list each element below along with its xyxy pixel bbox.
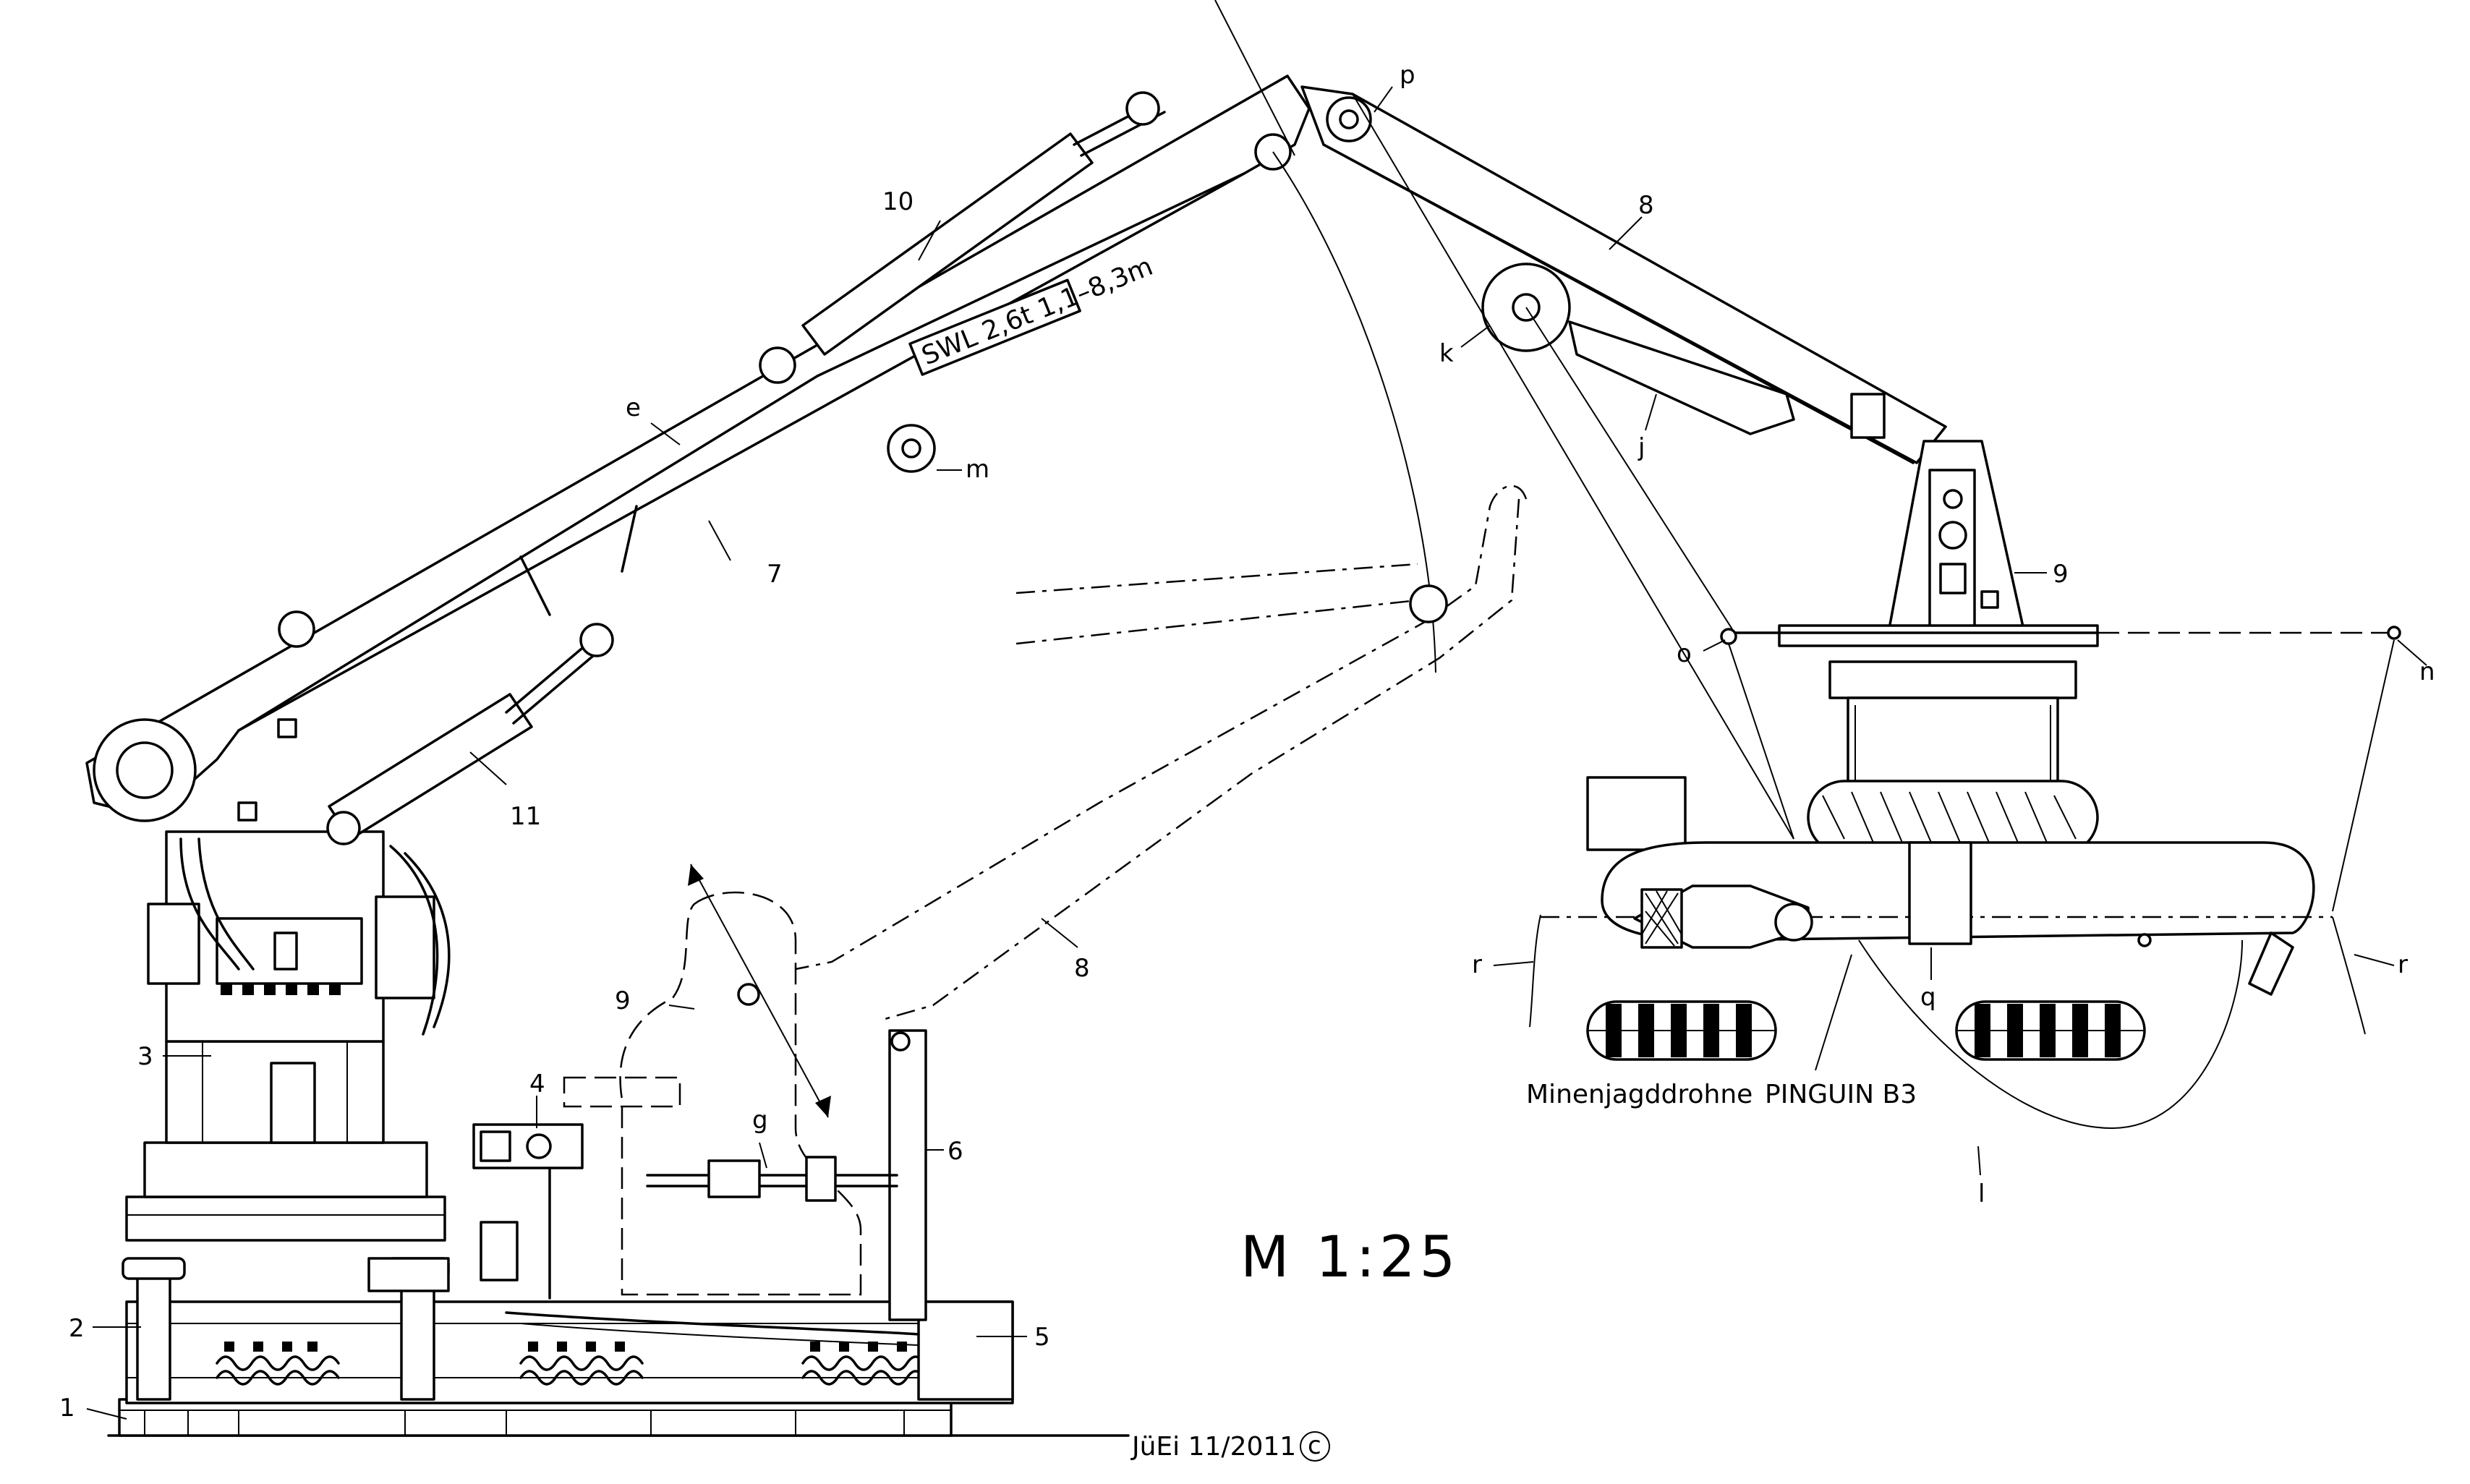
spring-packs xyxy=(216,1342,926,1386)
label-8-stowed: 8 xyxy=(1074,954,1090,983)
valve-bank xyxy=(221,984,341,995)
label-3: 3 xyxy=(137,1042,153,1071)
label-6: 6 xyxy=(947,1137,963,1166)
label-g: g xyxy=(752,1106,768,1135)
copyright-symbol: c xyxy=(1308,1431,1321,1460)
label-11: 11 xyxy=(510,802,541,831)
label-r-right: r xyxy=(2398,950,2408,979)
label-p: p xyxy=(1400,61,1415,90)
control-console xyxy=(367,1123,584,1300)
main-boom: SWL 2,6t 1,1–8,3m xyxy=(85,74,1311,822)
label-10: 10 xyxy=(882,187,914,216)
gripper-head xyxy=(1720,440,2401,912)
label-8: 8 xyxy=(1638,191,1654,220)
label-1: 1 xyxy=(59,1394,75,1423)
label-r-left: r xyxy=(1472,950,1482,979)
label-k: k xyxy=(1439,339,1454,368)
part-labels: 1 2 3 4 5 6 g 11 7 e 10 m 9 8 p 8 k j 9 … xyxy=(59,61,2435,1423)
label-e: e xyxy=(626,393,641,422)
label-5: 5 xyxy=(1034,1323,1050,1352)
label-m: m xyxy=(966,455,989,484)
label-n: n xyxy=(2419,657,2435,686)
folding-cylinder xyxy=(759,91,1166,384)
drone-caption-name: PINGUIN B3 xyxy=(1765,1080,1917,1109)
leader-lines xyxy=(86,86,2427,1420)
foundation xyxy=(107,1257,1130,1437)
label-2: 2 xyxy=(69,1314,85,1343)
label-o: o xyxy=(1677,639,1692,668)
signature-block: JüEi 11/2011 c xyxy=(1130,1431,1330,1462)
outer-boom xyxy=(1300,85,1947,464)
label-9-stowed: 9 xyxy=(615,986,631,1015)
cables xyxy=(1214,0,1794,840)
label-q: q xyxy=(1920,983,1936,1012)
crane-column xyxy=(147,830,451,1043)
label-9: 9 xyxy=(2053,560,2069,589)
label-l: l xyxy=(1978,1180,1985,1208)
drone-caption-type: Minenjagddrohne xyxy=(1526,1080,1753,1109)
label-7: 7 xyxy=(767,560,783,589)
luffing-cylinder xyxy=(326,623,614,845)
signature: JüEi 11/2011 xyxy=(1130,1432,1296,1462)
stowed-position-outline xyxy=(563,485,1528,1296)
label-4: 4 xyxy=(529,1070,545,1099)
label-j: j xyxy=(1638,433,1645,462)
slewing-ring xyxy=(125,1040,446,1242)
boom-rest xyxy=(646,1029,927,1321)
scale-label: M 1:25 xyxy=(1240,1225,1460,1290)
mine-hunting-drone xyxy=(1529,776,2366,1130)
